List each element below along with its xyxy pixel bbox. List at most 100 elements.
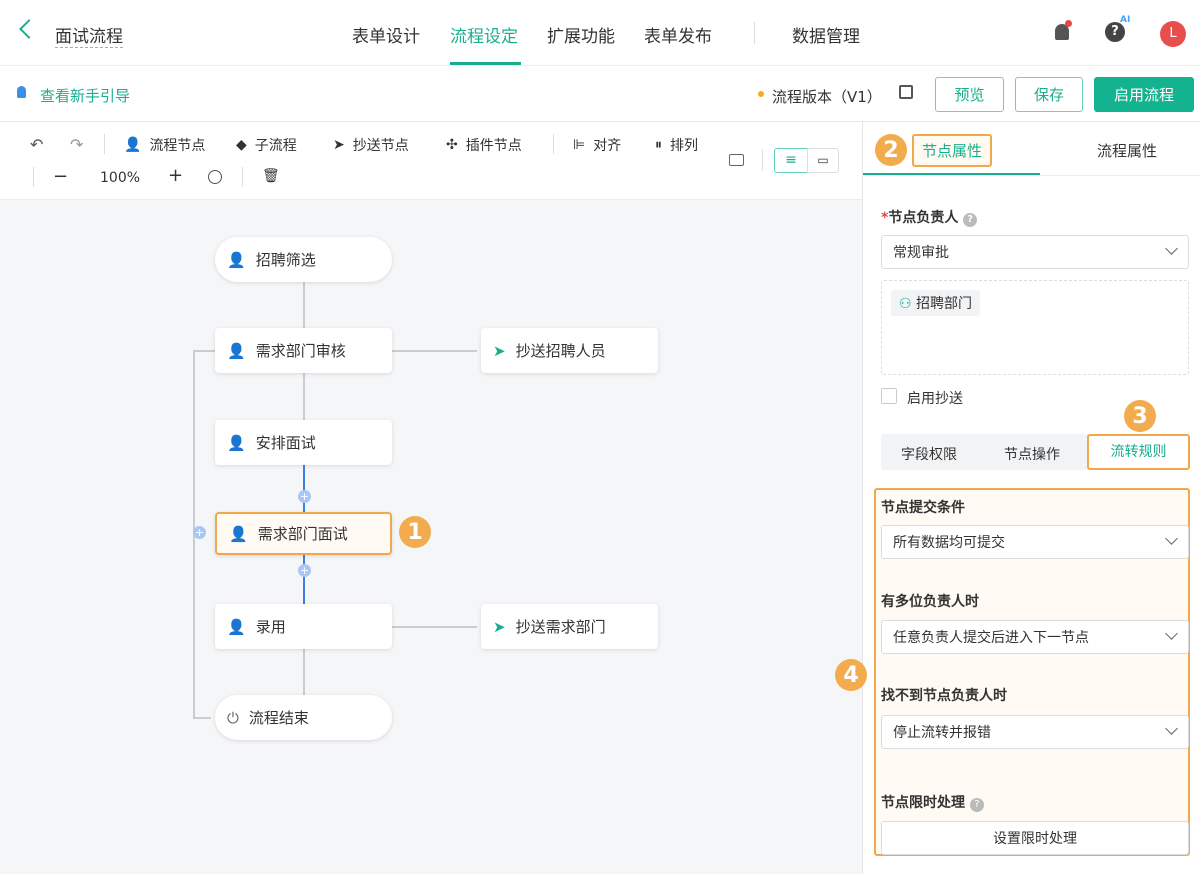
version-label[interactable]: 流程版本（V1） bbox=[772, 88, 882, 106]
owner-not-found-select[interactable]: 停止流转并报错 bbox=[881, 715, 1189, 749]
multi-owner-select[interactable]: 任意负责人提交后进入下一节点 bbox=[881, 620, 1189, 654]
node-label: 需求部门审核 bbox=[255, 342, 346, 360]
add-plugin-node-button[interactable]: ✣插件节点 bbox=[446, 135, 522, 155]
tab-flow-properties[interactable]: 流程属性 bbox=[1097, 142, 1158, 160]
org-icon: ⚇ bbox=[899, 296, 912, 312]
form-title[interactable]: 面试流程 bbox=[55, 22, 123, 48]
divider bbox=[33, 167, 34, 187]
help-icon[interactable]: ? bbox=[969, 798, 984, 812]
align-button[interactable]: ⊫对齐 bbox=[573, 135, 621, 155]
add-branch-plus[interactable]: + bbox=[193, 526, 206, 539]
top-bar: 面试流程 表单设计 流程设定 扩展功能 表单发布 数据管理 ? AI L bbox=[0, 0, 1200, 66]
redo-icon[interactable]: ↷ bbox=[70, 135, 84, 154]
value: 任意负责人提交后进入下一节点 bbox=[893, 630, 1089, 646]
tab-publish[interactable]: 表单发布 bbox=[644, 27, 712, 47]
node-label: 录用 bbox=[255, 618, 286, 636]
person-icon: 👤 bbox=[227, 617, 246, 636]
arrange-button[interactable]: ⏸ 排列 bbox=[655, 135, 698, 155]
flow-node-selected[interactable]: 👤需求部门面试 bbox=[215, 512, 392, 555]
save-button[interactable]: 保存 bbox=[1015, 77, 1083, 112]
add-node-plus[interactable]: + bbox=[298, 490, 311, 503]
locate-icon[interactable] bbox=[208, 170, 222, 184]
label: 节点负责人 bbox=[888, 210, 959, 226]
label: 招聘部门 bbox=[916, 296, 973, 312]
label: 排列 bbox=[670, 138, 698, 154]
subtab-field-permissions[interactable]: 字段权限 bbox=[901, 447, 957, 463]
enable-flow-button[interactable]: 启用流程 bbox=[1094, 77, 1194, 112]
flow-node[interactable]: 👤 需求部门审核 bbox=[215, 328, 392, 373]
bell-icon[interactable] bbox=[1055, 20, 1072, 40]
undo-icon[interactable]: ↶ bbox=[30, 135, 44, 154]
chevron-down-icon bbox=[1165, 242, 1178, 255]
guide-link[interactable]: 查看新手引导 bbox=[40, 87, 131, 105]
owner-tag[interactable]: ⚇ 招聘部门 bbox=[891, 290, 981, 316]
zoom-in-icon[interactable]: + bbox=[168, 165, 184, 186]
set-timeout-button[interactable]: 设置限时处理 bbox=[881, 821, 1189, 855]
person-icon: 👤 bbox=[229, 524, 248, 543]
active-tab-underline bbox=[450, 62, 521, 65]
person-icon: 👤 bbox=[227, 250, 246, 269]
help-icon[interactable]: ? bbox=[963, 213, 978, 227]
label: 插件节点 bbox=[465, 138, 522, 154]
sub-bar: 查看新手引导 流程版本（V1） bbox=[0, 66, 1200, 122]
preview-button[interactable]: 预览 bbox=[935, 77, 1004, 112]
divider bbox=[754, 22, 755, 44]
submit-condition-label: 节点提交条件 bbox=[881, 500, 965, 516]
cc-label: 启用抄送 bbox=[907, 391, 963, 407]
arrange-icon: ⏸ bbox=[655, 137, 662, 153]
ai-badge: AI bbox=[1120, 15, 1131, 25]
chevron-down-icon bbox=[1165, 532, 1178, 545]
owner-type-select[interactable]: 常规审批 bbox=[881, 235, 1189, 269]
avatar[interactable]: L bbox=[1160, 21, 1186, 47]
step-badge-2: 2 bbox=[875, 134, 907, 166]
zoom-level: 100% bbox=[100, 170, 141, 186]
horizontal-layout-button[interactable]: ▭ bbox=[807, 148, 839, 173]
keyboard-icon[interactable] bbox=[729, 154, 744, 166]
send-icon: ➤ bbox=[333, 137, 345, 153]
add-cc-node-button[interactable]: ➤抄送节点 bbox=[333, 135, 409, 155]
version-dot bbox=[758, 91, 764, 97]
tab-form-design[interactable]: 表单设计 bbox=[352, 27, 420, 47]
person-icon: 👤 bbox=[227, 433, 246, 452]
delete-icon[interactable]: 🗑 bbox=[262, 168, 280, 184]
cc-checkbox[interactable] bbox=[881, 388, 897, 404]
zoom-out-icon[interactable]: − bbox=[53, 166, 69, 187]
add-subflow-button[interactable]: ◆子流程 bbox=[236, 135, 297, 155]
tab-flow-settings[interactable]: 流程设定 bbox=[450, 27, 518, 47]
help-icon[interactable]: ? bbox=[1105, 22, 1125, 42]
submit-condition-select[interactable]: 所有数据均可提交 bbox=[881, 525, 1189, 559]
tab-node-properties[interactable]: 节点属性 bbox=[912, 134, 993, 167]
add-flow-node-button[interactable]: 👤 流程节点 bbox=[124, 135, 205, 155]
cc-node[interactable]: ➤抄送需求部门 bbox=[481, 604, 658, 649]
subtab-node-operations[interactable]: 节点操作 bbox=[1004, 447, 1060, 463]
add-node-plus[interactable]: + bbox=[298, 564, 311, 577]
node-label: 安排面试 bbox=[255, 434, 316, 452]
flow-node[interactable]: 👤招聘筛选 bbox=[215, 237, 392, 282]
node-label: 流程结束 bbox=[248, 709, 309, 727]
tab-extensions[interactable]: 扩展功能 bbox=[547, 27, 615, 47]
divider bbox=[762, 149, 763, 171]
comment-icon[interactable] bbox=[899, 85, 913, 99]
value: 停止流转并报错 bbox=[893, 725, 991, 741]
value: 所有数据均可提交 bbox=[893, 535, 1005, 551]
back-icon[interactable] bbox=[19, 19, 39, 39]
chevron-down-icon bbox=[1165, 627, 1178, 640]
flow-canvas[interactable]: + + + 👤招聘筛选 👤 需求部门审核 ➤抄送招聘人员 👤 安排面试 👤需求部门面… bbox=[0, 200, 862, 874]
flow-node[interactable]: 👤 录用 bbox=[215, 604, 392, 649]
required-mark: * bbox=[881, 210, 889, 226]
active-tab-underline bbox=[863, 173, 1040, 176]
end-node[interactable]: ⏻流程结束 bbox=[215, 695, 392, 740]
divider bbox=[242, 167, 243, 187]
multi-owner-label: 有多位负责人时 bbox=[881, 594, 979, 610]
person-icon: 👤 bbox=[124, 137, 142, 153]
flow-node[interactable]: 👤 安排面试 bbox=[215, 420, 392, 465]
label: 流程节点 bbox=[149, 138, 206, 154]
node-label: 抄送招聘人员 bbox=[515, 342, 606, 360]
vertical-layout-button[interactable]: ≡ bbox=[774, 148, 808, 173]
person-icon: 👤 bbox=[227, 341, 246, 360]
subtab-transfer-rules[interactable]: 流转规则 bbox=[1087, 434, 1190, 470]
tab-data-management[interactable]: 数据管理 bbox=[792, 27, 860, 47]
step-badge-3: 3 bbox=[1124, 400, 1156, 432]
owner-picker[interactable] bbox=[881, 280, 1189, 375]
cc-node[interactable]: ➤抄送招聘人员 bbox=[481, 328, 658, 373]
